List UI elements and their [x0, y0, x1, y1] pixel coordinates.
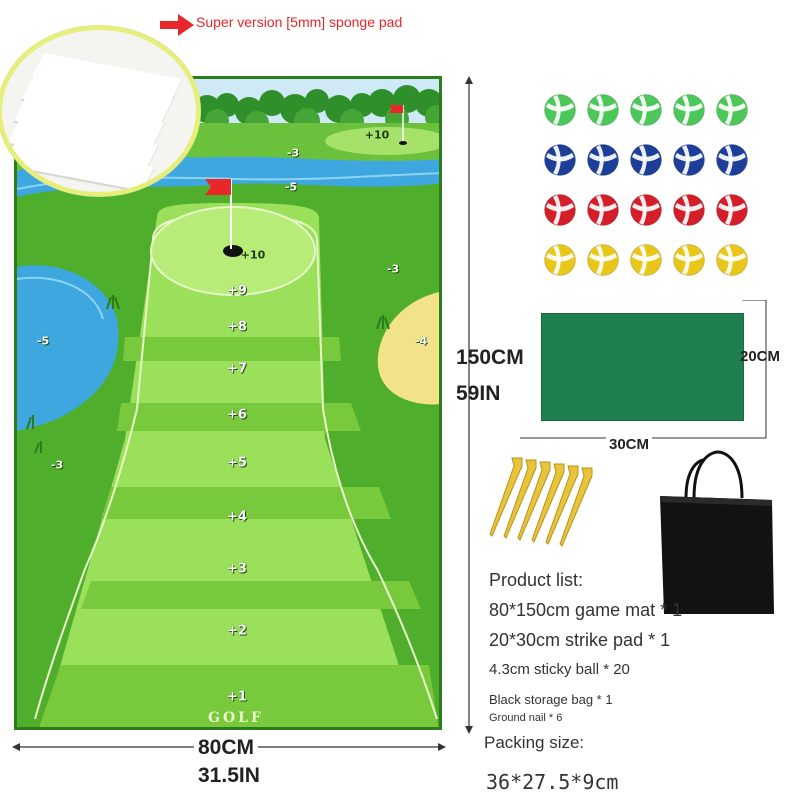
- score-plus1: +1: [227, 689, 247, 705]
- sticky-ball: [544, 244, 576, 276]
- score-minus5-lake: -5: [36, 334, 50, 348]
- sticky-ball: [716, 244, 748, 276]
- golf-logo: GOLF: [208, 710, 264, 726]
- product-item-sticky-ball: 4.3cm sticky ball * 20: [489, 661, 630, 678]
- width-cm-label: 80CM: [194, 736, 259, 760]
- sticky-ball: [716, 144, 748, 176]
- height-dimension-line: [465, 76, 473, 734]
- sticky-ball: [630, 144, 662, 176]
- sticky-ball: [587, 144, 619, 176]
- score-plus5: +5: [227, 455, 247, 471]
- pad-width-label: 30CM: [606, 436, 653, 453]
- score-plus8: +8: [227, 319, 247, 335]
- product-list-heading: Product list:: [489, 570, 584, 590]
- sticky-ball: [630, 194, 662, 226]
- score-plus4: +4: [227, 509, 247, 525]
- score-plus9: +9: [227, 283, 247, 299]
- height-in-label: 59IN: [456, 382, 501, 405]
- pad-dimension-lines: [520, 300, 767, 439]
- score-plus3: +3: [227, 561, 247, 577]
- sticky-ball: [587, 244, 619, 276]
- sticky-ball: [673, 94, 705, 126]
- score-plus2: +2: [227, 623, 247, 639]
- score-minus3-rough-right: -3: [386, 262, 400, 276]
- width-in-label: 31.5IN: [198, 764, 260, 787]
- sticky-ball: [630, 244, 662, 276]
- sticky-ball: [544, 94, 576, 126]
- product-item-ground-nail: Ground nail * 6: [489, 712, 563, 724]
- pad-height-label: 20CM: [740, 348, 781, 365]
- sticky-ball: [587, 94, 619, 126]
- sticky-ball: [587, 194, 619, 226]
- height-cm-label: 150CM: [456, 346, 524, 369]
- sponge-pad-closeup: [0, 26, 200, 196]
- product-item-storage-bag: Black storage bag * 1: [489, 692, 613, 707]
- sticky-ball: [716, 94, 748, 126]
- ground-nails-illustration: [489, 457, 593, 547]
- sticky-ball: [673, 144, 705, 176]
- score-minus5-river: -5: [284, 180, 298, 194]
- sticky-ball: [716, 194, 748, 226]
- arrow-right-icon: [160, 14, 194, 36]
- product-item-strike-pad: 20*30cm strike pad * 1: [489, 630, 671, 650]
- score-plus7: +7: [227, 361, 247, 377]
- sticky-ball: [544, 194, 576, 226]
- score-minus3-river: -3: [286, 146, 300, 160]
- product-item-mat: 80*150cm game mat * 1: [489, 600, 683, 620]
- strike-pad: [541, 313, 744, 421]
- packing-size-value: 36*27.5*9cm: [486, 770, 619, 794]
- score-minus3-rough-left: -3: [50, 458, 64, 472]
- sponge-pad-label: Super version [5mm] sponge pad: [196, 14, 403, 30]
- sticky-ball: [544, 144, 576, 176]
- score-minus4-sand: -4: [414, 334, 428, 348]
- score-plus10-back-green: +10: [364, 128, 390, 142]
- sticky-ball: [630, 94, 662, 126]
- black-storage-bag-illustration: [660, 450, 774, 614]
- packing-size-label: Packing size:: [484, 733, 585, 752]
- score-plus10-hole: +10: [240, 248, 266, 262]
- sticky-ball: [673, 194, 705, 226]
- score-plus6: +6: [227, 407, 247, 423]
- sticky-ball: [673, 244, 705, 276]
